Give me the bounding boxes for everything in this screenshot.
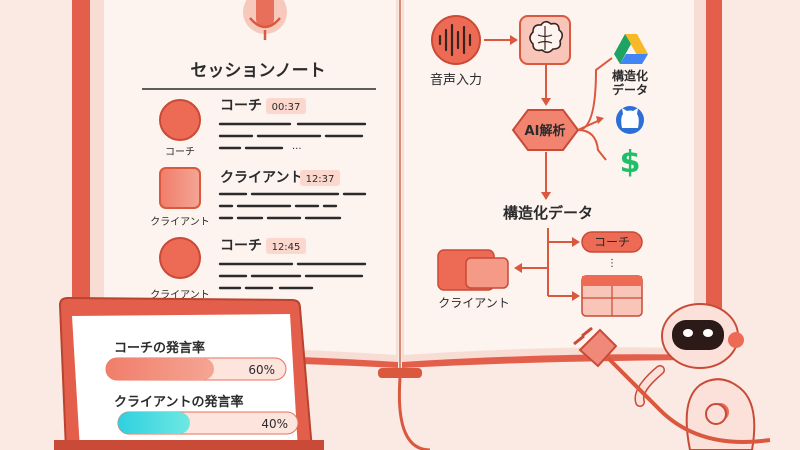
avatar — [159, 237, 201, 279]
list-item: クライアント クライアント 12:37 — [150, 167, 367, 228]
coach-pill — [581, 231, 643, 253]
list-item: コーチ コーチ 00:37 ··· — [159, 98, 367, 158]
ellipsis: ··· — [292, 144, 302, 155]
client-bar-percent: 40% — [261, 417, 288, 431]
client-label: クライアント — [438, 296, 510, 310]
client-bar-fill — [118, 412, 190, 434]
timestamp: 12:45 — [272, 242, 301, 253]
avatar — [159, 99, 201, 141]
plug-icon — [573, 326, 771, 444]
coach-bar-fill — [106, 358, 214, 380]
coach-bar-label: コーチの発言率 — [114, 340, 205, 356]
page-title: セッションノート — [190, 61, 325, 81]
client-bar-label: クライアントの発言率 — [114, 394, 243, 410]
dollar-icon: $ — [620, 145, 641, 180]
timestamp-badge — [266, 98, 306, 114]
list-item: クライアント コーチ 12:45 — [150, 237, 367, 301]
svg-text:$: $ — [620, 145, 641, 180]
brain-icon — [519, 15, 571, 65]
waveform-icon — [431, 15, 481, 65]
timestamp-badge — [300, 170, 340, 186]
coach-bar-percent: 60% — [248, 363, 275, 377]
timestamp-badge — [266, 238, 306, 254]
avatar-label: クライアント — [150, 216, 210, 228]
voice-input-label: 音声入力 — [430, 72, 482, 88]
structured-data-small-label-1: 構造化 — [612, 68, 648, 83]
microphone-icon — [243, 0, 287, 40]
google-drive-icon — [614, 34, 648, 64]
structured-data-label: 構造化データ — [503, 204, 593, 222]
github-icon — [616, 106, 644, 134]
speaker-name: クライアント — [220, 170, 303, 186]
avatar-label: コーチ — [165, 146, 195, 158]
timestamp: 00:37 — [272, 102, 301, 113]
structured-data-small-label-2: データ — [612, 82, 648, 97]
avatar — [159, 167, 201, 209]
client-card-icon — [437, 249, 509, 291]
speaker-name: コーチ — [220, 238, 262, 254]
timestamp: 12:37 — [306, 174, 335, 185]
table-icon — [581, 275, 643, 317]
speaker-name: コーチ — [220, 98, 262, 114]
ai-analysis-node — [511, 109, 580, 151]
vertical-ellipsis: ⋮ — [607, 258, 617, 269]
ai-analysis-label: AI解析 — [525, 123, 566, 139]
coach-pill-label: コーチ — [594, 235, 630, 249]
robot-icon — [634, 303, 756, 450]
